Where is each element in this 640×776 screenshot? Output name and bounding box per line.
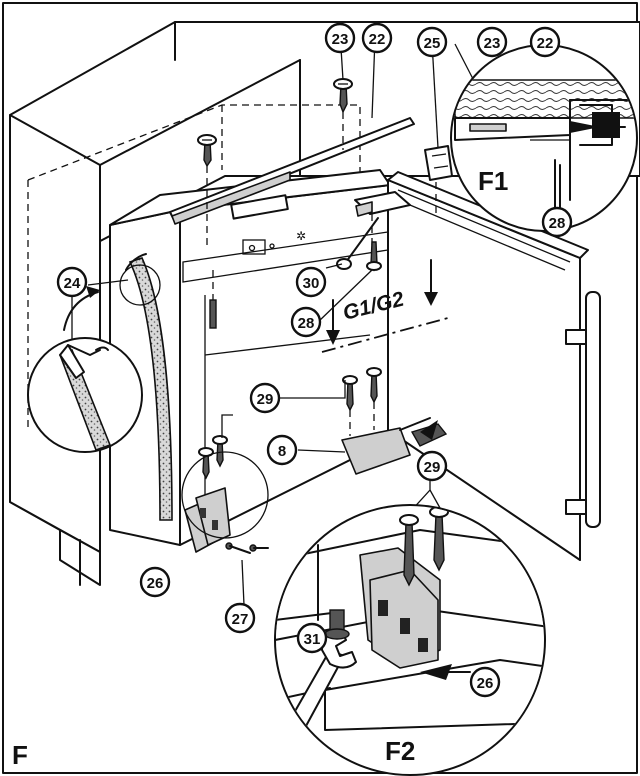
svg-text:25: 25	[424, 35, 441, 52]
callout-26-f2: 26	[469, 666, 501, 698]
screw-top-center	[333, 78, 353, 114]
detail-label-f1: F1	[478, 166, 508, 196]
svg-text:31: 31	[304, 631, 321, 648]
appliance-door	[341, 171, 601, 561]
svg-text:30: 30	[303, 275, 320, 292]
callout-28-f1: 28	[541, 206, 573, 238]
svg-text:29: 29	[257, 391, 274, 408]
callout-26-left: 26	[139, 566, 171, 598]
screw-28	[366, 241, 382, 272]
svg-text:26: 26	[477, 675, 494, 692]
appliance-body: ✲	[109, 169, 391, 546]
callout-23-f1: 23	[476, 26, 508, 58]
lower-hinge	[341, 427, 411, 475]
svg-text:22: 22	[537, 35, 554, 52]
detail-seal-profile	[27, 264, 161, 453]
callout-29-body: 29	[249, 382, 281, 414]
door-seal	[128, 257, 173, 521]
callout-27: 27	[224, 602, 256, 634]
callout-25: 25	[416, 26, 448, 58]
svg-text:8: 8	[278, 443, 286, 460]
detail-f2: F2	[274, 504, 546, 776]
svg-text:27: 27	[232, 611, 249, 628]
callout-23-rail: 23	[324, 22, 356, 54]
callout-24: 24	[56, 266, 88, 298]
screw-top-left	[197, 134, 217, 168]
callout-30: 30	[295, 266, 327, 298]
callout-28: 28	[290, 306, 322, 338]
svg-text:23: 23	[484, 35, 501, 52]
callout-31: 31	[296, 622, 328, 654]
svg-text:28: 28	[298, 315, 315, 332]
callout-22-rail: 22	[361, 22, 393, 54]
plinth-bracket-left	[181, 451, 269, 554]
mounting-rail	[169, 78, 453, 260]
svg-text:29: 29	[424, 459, 441, 476]
svg-text:✲: ✲	[296, 229, 306, 243]
detail-label-f2: F2	[385, 736, 415, 766]
door-handle	[585, 291, 601, 528]
svg-text:23: 23	[332, 31, 349, 48]
svg-text:22: 22	[369, 31, 386, 48]
callout-29-f2: 29	[416, 450, 448, 482]
detail-f1: F1	[450, 44, 638, 232]
svg-text:28: 28	[549, 215, 566, 232]
callout-22-f1: 22	[529, 26, 561, 58]
svg-text:26: 26	[147, 575, 164, 592]
screw-30	[336, 217, 379, 270]
svg-text:24: 24	[64, 275, 81, 292]
figure-letter: F	[12, 740, 28, 770]
bracket-25	[424, 145, 453, 181]
callout-8: 8	[266, 434, 298, 466]
